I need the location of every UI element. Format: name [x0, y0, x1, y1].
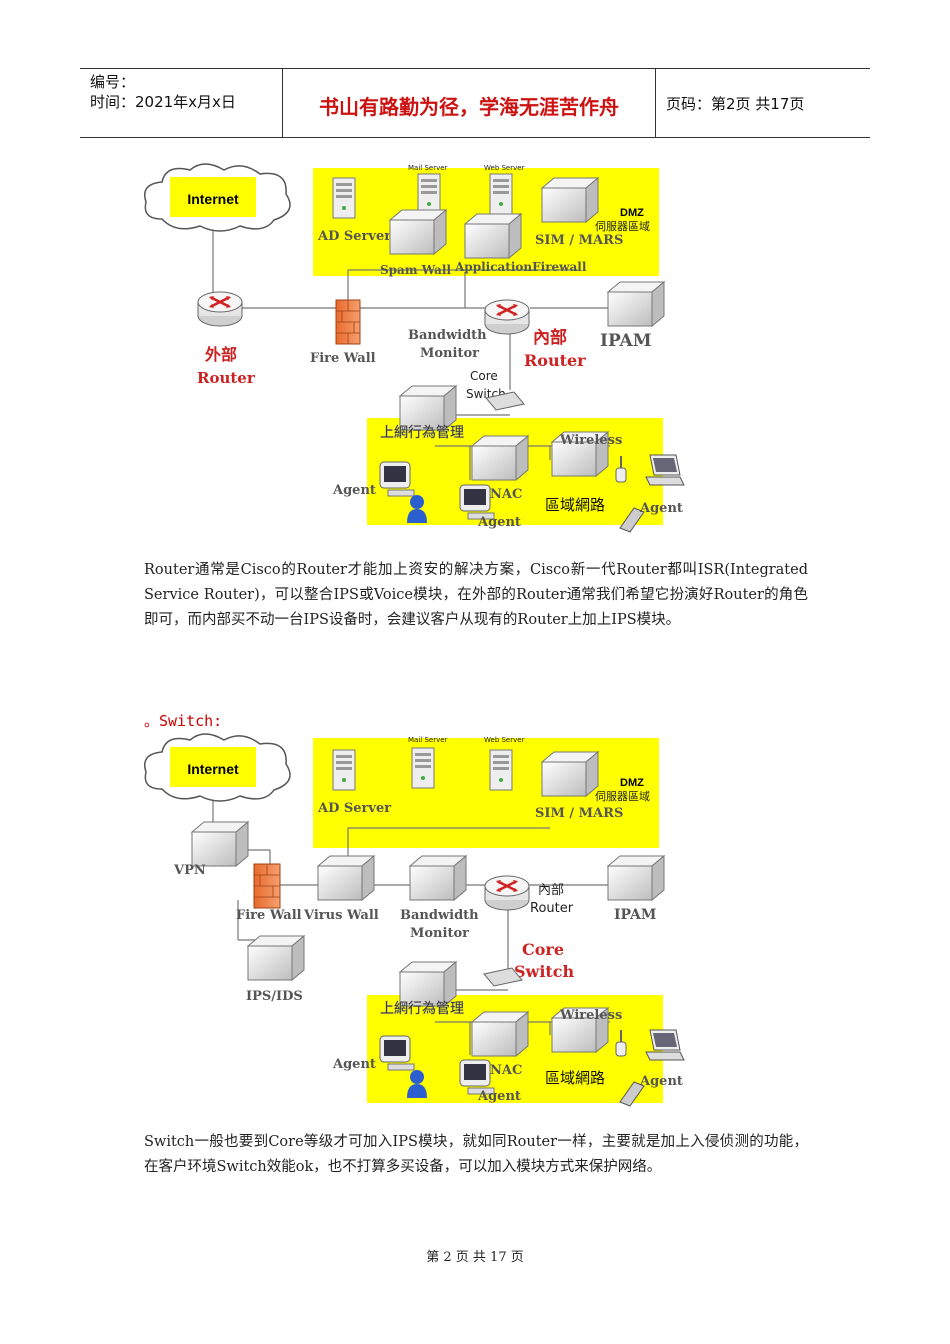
external-router-label: Router [197, 369, 256, 387]
app-firewall-icon [464, 213, 522, 259]
online-mgmt-label: 上網行為管理 [380, 1001, 464, 1017]
dmz-label: DMZ [620, 207, 644, 219]
internet-box [170, 747, 256, 787]
online-mgmt-icon [399, 385, 457, 431]
motto: 书山有路勤为径，学海无涯苦作舟 [319, 95, 619, 119]
page-header: 编号： 时间：2021年x月x日 书山有路勤为径，学海无涯苦作舟 页码：第2页 … [80, 68, 870, 138]
online-mgmt-icon [399, 961, 457, 1007]
internal-router-icon [483, 298, 531, 336]
external-router-icon [196, 290, 244, 328]
monitor-label: Monitor [420, 346, 479, 361]
bandwidth-monitor-icon [409, 855, 467, 901]
app-firewall-label: ApplicationFirewall [454, 260, 587, 274]
monitor-label: Monitor [410, 926, 469, 941]
firewall-label: Fire Wall [310, 351, 376, 366]
external-router-cn-label: 外部 [204, 345, 237, 364]
spam-wall-label: Spam Wall [380, 263, 451, 277]
ipam-icon [607, 855, 665, 901]
internet-box [170, 177, 256, 217]
core-label: Core [522, 940, 564, 959]
header-meta-cell: 编号： 时间：2021年x月x日 [80, 69, 283, 137]
core-label: Core [470, 369, 498, 383]
dmz-zone-label: 伺服器區域 [595, 790, 650, 803]
paragraph-router: Router通常是Cisco的Router才能加上资安的解决方案，Cisco新一… [144, 562, 808, 628]
vpn-label: VPN [173, 863, 206, 878]
nac-label: NAC [490, 487, 522, 502]
wireless-label: Wireless [559, 433, 622, 448]
internal-router-label: Router [524, 351, 586, 370]
section-switch-heading: 。Switch: [144, 712, 223, 730]
lan-label: 區域網路 [545, 1069, 605, 1087]
wireless-label: Wireless [559, 1008, 622, 1023]
sim-mars-label: SIM / MARS [535, 806, 623, 821]
core-switch-icon [485, 391, 525, 411]
internal-router-cn-label: 內部 [538, 883, 564, 898]
spam-wall-icon [389, 209, 447, 255]
ipam-icon [607, 281, 665, 327]
page-footer: 第 2 页 共 17 页 [426, 1250, 524, 1265]
mail-server-icon [411, 747, 435, 789]
nac-icon [471, 1011, 529, 1057]
ipam-label: IPAM [600, 331, 652, 351]
ipam-label: IPAM [614, 907, 656, 923]
header-motto-cell: 书山有路勤为径，学海无涯苦作舟 [283, 69, 656, 137]
agent1-label: Agent [332, 1057, 376, 1072]
web-server-label: Web Server [484, 164, 525, 172]
web-server-icon [489, 749, 513, 791]
agent2-label: Agent [477, 1089, 521, 1104]
online-mgmt-label: 上網行為管理 [380, 425, 464, 441]
sim-mars-icon [541, 751, 599, 797]
header-page-cell: 页码：第2页 共17页 [656, 69, 870, 137]
ad-server-label: AD Server [317, 229, 391, 244]
pda-icon [619, 1081, 645, 1107]
virus-wall-icon [317, 855, 375, 901]
network-diagram-router: Internet AD Server Mail Server Spam Wall… [143, 163, 685, 533]
page-label: 页码：第2页 共17页 [666, 95, 805, 113]
web-server-label: Web Server [484, 736, 525, 744]
web-server-icon [489, 173, 513, 215]
time-label: 时间：2021年x月x日 [90, 93, 236, 111]
ad-server-label: AD Server [317, 801, 391, 816]
serial-label: 编号： [90, 73, 136, 91]
agent3-label: Agent [639, 1074, 683, 1089]
sim-mars-label: SIM / MARS [535, 233, 623, 248]
internal-router-icon [483, 874, 531, 912]
internet-label: Internet [187, 761, 239, 777]
mail-server-label: Mail Server [408, 164, 448, 172]
network-diagram-switch: Internet AD Server Mail Server Web Serve… [143, 733, 685, 1107]
ad-server-icon [332, 749, 356, 791]
pda-icon [619, 507, 645, 533]
switch-label: Switch [514, 962, 575, 981]
agent2-label: Agent [477, 515, 521, 530]
internal-router-label: Router [530, 901, 574, 916]
core-switch-icon [483, 967, 523, 987]
ips-ids-label: IPS/IDS [246, 989, 303, 1004]
vpn-icon [191, 821, 249, 867]
virus-wall-label: Virus Wall [303, 908, 379, 923]
bandwidth-label: Bandwidth [408, 328, 487, 343]
firewall-label: Fire Wall [236, 908, 302, 923]
dmz-label: DMZ [620, 777, 644, 789]
internet-label: Internet [187, 191, 239, 207]
dmz-zone [313, 738, 659, 848]
paragraph-switch: Switch一般也要到Core等级才可加入IPS模块，就如同Router一样，主… [144, 1134, 808, 1175]
mail-server-label: Mail Server [408, 736, 448, 744]
nac-icon [471, 435, 529, 481]
internal-router-cn-label: 內部 [533, 327, 567, 348]
dmz-zone-label: 伺服器區域 [595, 220, 650, 233]
nac-label: NAC [490, 1063, 522, 1078]
mail-server-icon [417, 173, 441, 215]
agent1-label: Agent [332, 483, 376, 498]
ips-ids-icon [247, 935, 305, 981]
sim-mars-icon [541, 177, 599, 223]
ad-server-icon [332, 177, 356, 219]
lan-label: 區域網路 [545, 496, 605, 514]
agent3-label: Agent [639, 501, 683, 516]
bandwidth-label: Bandwidth [400, 908, 479, 923]
